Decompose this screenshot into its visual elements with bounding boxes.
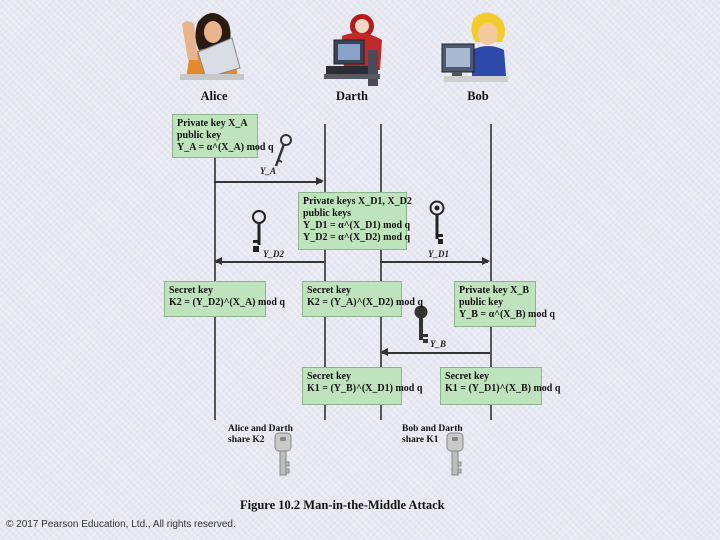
key-icon — [446, 432, 464, 476]
copyright-notice: © 2017 Pearson Education, Ltd., All righ… — [6, 519, 236, 530]
message-ya-arrow — [214, 178, 324, 184]
key-icon — [252, 210, 266, 252]
darth-secret-k2-line-2: K2 = (Y_A)^(X_D2) mod q — [307, 297, 423, 308]
bob-computer-icon — [441, 12, 508, 82]
darth-secret-k2-line-1: Secret key — [307, 285, 351, 296]
figure-caption: Figure 10.2 Man-in-the-Middle Attack — [240, 498, 445, 512]
alice-private-line-3: Y_A = α^(X_A) mod q — [177, 142, 274, 153]
bob-private-line-1: Private key X_B — [459, 285, 529, 296]
alice-secret-line-1: Secret key — [169, 285, 213, 296]
darth-private-line-2: public keys — [303, 208, 352, 219]
message-yd2-arrow — [214, 258, 324, 264]
key-icon — [414, 305, 428, 343]
key-icon — [274, 432, 292, 476]
bob-secret-line-2: K1 = (Y_D1)^(X_B) mod q — [445, 383, 561, 394]
darth-computer-icon — [324, 14, 382, 86]
bob-lifeline — [490, 124, 492, 420]
key-icon — [429, 200, 445, 244]
message-yd2-label: Y_D2 — [263, 249, 284, 259]
alice-private-line-2: public key — [177, 130, 222, 141]
message-ya-label: Y_A — [260, 166, 277, 176]
bob-secret-line-1: Secret key — [445, 371, 489, 382]
actor-alice-label: Alice — [200, 89, 228, 103]
message-yd1-label: Y_D1 — [428, 249, 449, 259]
bob-darth-share-caption: Bob and Darth share K1 — [402, 424, 463, 445]
alice-darth-share-caption: Alice and Darth share K2 — [228, 424, 293, 445]
darth-secret-k1-box: Secret key K1 = (Y_B)^(X_D1) mod q — [302, 367, 423, 405]
darth-secret-k2-box: Secret key K2 = (Y_A)^(X_D2) mod q — [302, 281, 423, 317]
bob-private-key-box: Private key X_B public key Y_B = α^(X_B)… — [454, 281, 555, 327]
alice-private-line-1: Private key X_A — [177, 118, 248, 129]
bob-private-line-2: public key — [459, 297, 504, 308]
alice-private-key-box: Private key X_A public key Y_A = α^(X_A)… — [172, 114, 274, 158]
actor-darth-label: Darth — [336, 89, 368, 103]
message-yb-label: Y_B — [430, 339, 447, 349]
darth-private-line-1: Private keys X_D1, X_D2 — [303, 196, 412, 207]
darth-private-line-4: Y_D2 = α^(X_D2) mod q — [303, 232, 411, 243]
bob-private-line-3: Y_B = α^(X_B) mod q — [459, 309, 555, 320]
darth-lifeline-right — [380, 124, 382, 420]
darth-private-keys-box: Private keys X_D1, X_D2 public keys Y_D1… — [298, 192, 412, 250]
actor-bob-label: Bob — [467, 89, 489, 103]
darth-secret-k1-line-2: K1 = (Y_B)^(X_D1) mod q — [307, 383, 423, 394]
alice-secret-key-box: Secret key K2 = (Y_D2)^(X_A) mod q — [164, 281, 285, 317]
darth-secret-k1-line-1: Secret key — [307, 371, 351, 382]
darth-lifeline-left — [324, 124, 326, 420]
message-yb-arrow — [380, 349, 490, 355]
message-yd1-arrow — [380, 258, 490, 264]
darth-private-line-3: Y_D1 = α^(X_D1) mod q — [303, 220, 411, 231]
alice-computer-icon — [180, 13, 244, 80]
key-icon — [274, 134, 292, 167]
alice-secret-line-2: K2 = (Y_D2)^(X_A) mod q — [169, 297, 285, 308]
bob-secret-key-box: Secret key K1 = (Y_D1)^(X_B) mod q — [440, 367, 561, 405]
